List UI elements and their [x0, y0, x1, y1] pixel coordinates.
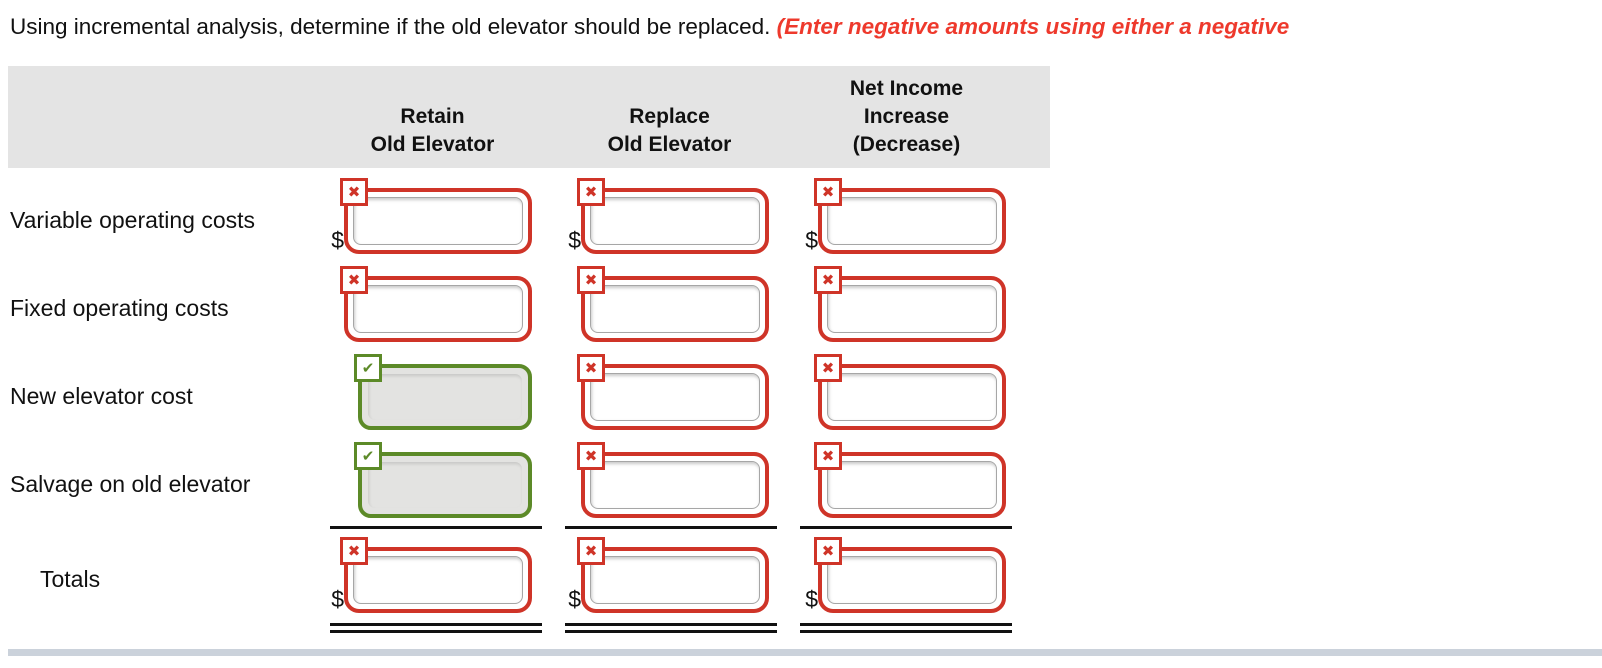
table-cell: ✖	[551, 262, 788, 342]
table-row-variable-operating-costs: Variable operating costs $ ✖ $ ✖ $ ✖	[0, 174, 1602, 254]
dollar-sign: $	[331, 586, 344, 612]
dollar-sign: $	[805, 227, 818, 253]
instruction-text: Using incremental analysis, determine if…	[10, 14, 777, 39]
error-x-icon: ✖	[340, 178, 368, 206]
error-x-icon: ✖	[577, 266, 605, 294]
input-validation-box: ✖	[340, 537, 532, 613]
input-validation-box: ✖	[814, 537, 1006, 613]
input-validation-box: ✖	[577, 442, 769, 518]
error-x-icon: ✖	[814, 537, 842, 565]
table-cell: ✖	[314, 262, 551, 342]
table-row-totals: Totals $ ✖ $ ✖ $ ✖	[0, 533, 1602, 613]
table-cell: ✔	[314, 350, 551, 430]
input-validation-box: ✔	[354, 442, 532, 518]
error-x-icon: ✖	[340, 537, 368, 565]
amount-input[interactable]	[590, 556, 760, 604]
row-label: New elevator cost	[10, 382, 193, 409]
table-cell: $ ✖	[551, 533, 788, 613]
amount-input	[367, 461, 523, 509]
amount-input[interactable]	[353, 285, 523, 333]
table-cell: ✖	[788, 438, 1025, 518]
instruction-note: (Enter negative amounts using either a n…	[776, 14, 1290, 39]
amount-input[interactable]	[590, 461, 760, 509]
column-header-net-income-increase-decrease: Net Income Increase (Decrease)	[849, 77, 964, 156]
check-icon: ✔	[354, 442, 382, 470]
input-validation-box: ✖	[814, 266, 1006, 342]
column-header-retain-old-elevator: Retain Old Elevator	[370, 105, 495, 156]
error-x-icon: ✖	[814, 266, 842, 294]
error-x-icon: ✖	[814, 354, 842, 382]
error-x-icon: ✖	[814, 442, 842, 470]
column-header-replace-old-elevator: Replace Old Elevator	[607, 105, 732, 156]
input-validation-box: ✖	[814, 178, 1006, 254]
error-x-icon: ✖	[577, 354, 605, 382]
input-validation-box: ✖	[814, 354, 1006, 430]
input-validation-box: ✖	[577, 178, 769, 254]
row-label: Salvage on old elevator	[10, 470, 251, 497]
input-validation-box: ✖	[340, 178, 532, 254]
error-x-icon: ✖	[340, 266, 368, 294]
table-cell: ✖	[551, 350, 788, 430]
amount-input[interactable]	[827, 197, 997, 245]
amount-input[interactable]	[590, 373, 760, 421]
input-validation-box: ✖	[577, 537, 769, 613]
row-label: Variable operating costs	[10, 206, 256, 233]
error-x-icon: ✖	[814, 178, 842, 206]
dollar-sign: $	[331, 227, 344, 253]
error-x-icon: ✖	[577, 537, 605, 565]
check-icon: ✔	[354, 354, 382, 382]
table-row-salvage-on-old-elevator: Salvage on old elevator ✔ ✖ ✖	[0, 438, 1602, 518]
table-row-fixed-operating-costs: Fixed operating costs ✖ ✖ ✖	[0, 262, 1602, 342]
single-total-rule	[330, 526, 1602, 529]
double-total-rule	[330, 623, 1602, 633]
input-validation-box: ✖	[577, 354, 769, 430]
amount-input[interactable]	[827, 556, 997, 604]
amount-input[interactable]	[827, 373, 997, 421]
amount-input[interactable]	[827, 285, 997, 333]
table-cell: ✖	[788, 350, 1025, 430]
amount-input[interactable]	[353, 197, 523, 245]
input-validation-box: ✔	[354, 354, 532, 430]
bottom-divider-bar	[8, 649, 1602, 656]
table-cell: ✖	[551, 438, 788, 518]
table-cell: $ ✖	[314, 533, 551, 613]
error-x-icon: ✖	[577, 178, 605, 206]
table-cell: $ ✖	[788, 174, 1025, 254]
table-cell: $ ✖	[788, 533, 1025, 613]
amount-input	[367, 373, 523, 421]
table-cell: $ ✖	[551, 174, 788, 254]
amount-input[interactable]	[827, 461, 997, 509]
question-instruction: Using incremental analysis, determine if…	[0, 0, 1602, 40]
input-validation-box: ✖	[814, 442, 1006, 518]
table-cell: ✖	[788, 262, 1025, 342]
row-label: Fixed operating costs	[10, 294, 229, 321]
error-x-icon: ✖	[577, 442, 605, 470]
input-validation-box: ✖	[577, 266, 769, 342]
input-validation-box: ✖	[340, 266, 532, 342]
table-header: Retain Old Elevator Replace Old Elevator…	[8, 66, 1050, 168]
dollar-sign: $	[568, 586, 581, 612]
table-cell: $ ✖	[314, 174, 551, 254]
row-label: Totals	[40, 565, 101, 592]
amount-input[interactable]	[590, 285, 760, 333]
table-body: Variable operating costs $ ✖ $ ✖ $ ✖ Fix…	[0, 174, 1602, 633]
table-cell: ✔	[314, 438, 551, 518]
amount-input[interactable]	[353, 556, 523, 604]
dollar-sign: $	[568, 227, 581, 253]
dollar-sign: $	[805, 586, 818, 612]
amount-input[interactable]	[590, 197, 760, 245]
table-row-new-elevator-cost: New elevator cost ✔ ✖ ✖	[0, 350, 1602, 430]
